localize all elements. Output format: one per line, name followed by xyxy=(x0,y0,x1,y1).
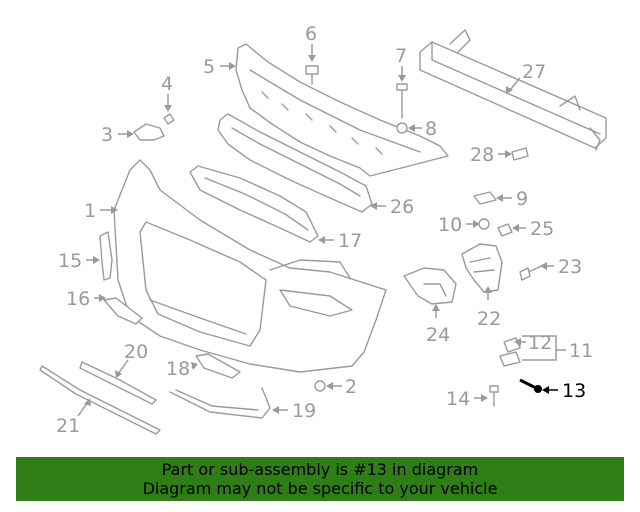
callout-2: 2 xyxy=(326,376,357,398)
callout-label-9: 9 xyxy=(516,188,528,210)
callout-label-5: 5 xyxy=(203,56,215,78)
callout-6: 6 xyxy=(305,23,317,62)
banner-line-1: Part or sub-assembly is #13 in diagram xyxy=(161,460,479,479)
callout-label-8: 8 xyxy=(425,118,437,140)
callout-label-27: 27 xyxy=(522,61,546,83)
part-25-screw xyxy=(497,223,513,237)
parts-diagram: 1 2 3 4 5 6 7 8 9 10 11 12 xyxy=(39,23,607,437)
callout-15: 15 xyxy=(58,250,100,272)
callout-16: 16 xyxy=(66,288,106,310)
part-11-bracket xyxy=(499,351,521,367)
callout-14: 14 xyxy=(446,388,488,410)
callout-label-21: 21 xyxy=(56,415,80,437)
callout-label-1: 1 xyxy=(84,200,96,222)
part-18-garnish xyxy=(195,353,241,379)
callout-4: 4 xyxy=(161,73,173,112)
callout-label-23: 23 xyxy=(558,256,582,278)
callout-label-13: 13 xyxy=(562,380,586,402)
callout-label-11: 11 xyxy=(569,340,593,362)
callout-8: 8 xyxy=(408,118,437,140)
callout-label-12: 12 xyxy=(528,332,552,354)
callout-27: 27 xyxy=(506,61,546,94)
callout-23: 23 xyxy=(540,256,582,278)
callout-21: 21 xyxy=(56,398,91,437)
callout-25: 25 xyxy=(512,218,554,240)
part-28-bolt xyxy=(511,147,529,161)
callout-label-19: 19 xyxy=(292,400,316,422)
part-3-bracket xyxy=(133,123,165,141)
part-5-upper-bracket xyxy=(235,43,449,177)
callout-22: 22 xyxy=(477,286,501,330)
callout-3: 3 xyxy=(101,124,134,146)
callout-label-25: 25 xyxy=(530,218,554,240)
part-6-clip xyxy=(305,65,319,85)
callout-13: 13 xyxy=(542,380,586,402)
callout-label-14: 14 xyxy=(446,388,470,410)
part-4-screw xyxy=(163,113,175,125)
callout-12: 12 xyxy=(514,332,552,354)
callout-label-26: 26 xyxy=(390,196,414,218)
callout-label-17: 17 xyxy=(338,230,362,252)
callout-9: 9 xyxy=(496,188,528,210)
callout-24: 24 xyxy=(426,304,450,346)
callout-label-4: 4 xyxy=(161,73,173,95)
callout-label-6: 6 xyxy=(305,23,317,45)
callout-label-16: 16 xyxy=(66,288,90,310)
part-13-screw xyxy=(519,378,542,393)
part-15-trim xyxy=(99,231,113,281)
callout-label-22: 22 xyxy=(477,308,501,330)
part-2-nut xyxy=(314,380,326,392)
part-16-reflector xyxy=(103,297,143,325)
part-24-side-bracket xyxy=(403,267,457,305)
callout-28: 28 xyxy=(470,144,512,166)
callout-label-3: 3 xyxy=(101,124,113,146)
callout-label-7: 7 xyxy=(395,45,407,67)
info-banner: Part or sub-assembly is #13 in diagram D… xyxy=(16,457,624,501)
callout-18: 18 xyxy=(166,358,198,380)
callout-label-10: 10 xyxy=(438,214,462,236)
part-20-grille-strip xyxy=(79,361,157,405)
callout-7: 7 xyxy=(395,45,407,82)
callout-label-28: 28 xyxy=(470,144,494,166)
callout-label-15: 15 xyxy=(58,250,82,272)
part-21-lower-strip xyxy=(39,365,161,435)
callout-label-18: 18 xyxy=(166,358,190,380)
banner-line-2: Diagram may not be specific to your vehi… xyxy=(142,479,498,498)
callout-26: 26 xyxy=(370,196,414,218)
part-10-nut xyxy=(478,218,490,230)
part-14-bolt xyxy=(489,385,499,407)
part-26-middle-absorber xyxy=(217,113,373,213)
part-17-lower-absorber xyxy=(189,165,319,243)
part-19-lower-molding xyxy=(169,387,271,419)
part-1-bumper-cover xyxy=(113,159,387,373)
part-27-reinforcement-beam xyxy=(419,29,607,151)
callout-10: 10 xyxy=(438,214,480,236)
part-9-bracket xyxy=(473,191,497,205)
callout-label-24: 24 xyxy=(426,324,450,346)
callout-5: 5 xyxy=(203,56,236,78)
callout-label-2: 2 xyxy=(345,376,357,398)
callout-17: 17 xyxy=(318,230,362,252)
callout-11: 11 xyxy=(522,335,593,362)
callout-1: 1 xyxy=(84,200,118,222)
part-22-side-bracket xyxy=(461,243,503,293)
callout-label-20: 20 xyxy=(124,341,148,363)
part-7-bolt xyxy=(396,83,408,119)
part-8-nut xyxy=(396,122,408,134)
callout-19: 19 xyxy=(272,400,316,422)
callout-20: 20 xyxy=(115,341,148,378)
